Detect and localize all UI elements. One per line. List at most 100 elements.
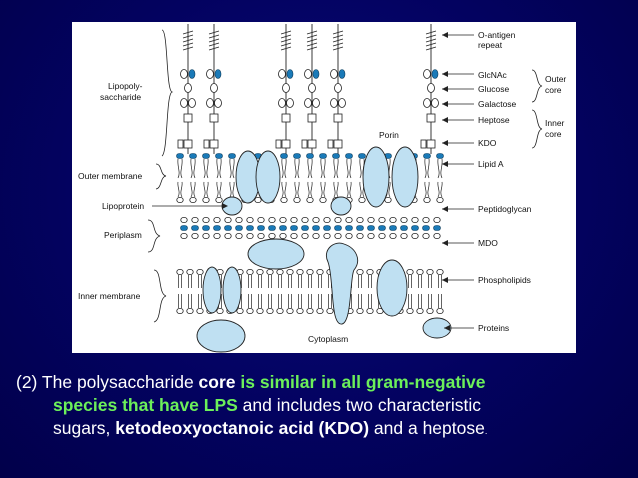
peptidoglycan-unit	[191, 217, 199, 223]
lps-column	[177, 24, 196, 154]
peptidoglycan-unit	[312, 217, 320, 223]
phospholipid-head	[296, 269, 304, 275]
caption-kdo: ketodeoxyoctanoic acid (KDO)	[115, 418, 370, 438]
phospholipid-head	[186, 269, 194, 275]
phospholipid-head	[256, 269, 264, 275]
phospholipid-head	[319, 197, 327, 203]
peptidoglycan-unit	[202, 233, 210, 239]
peptidoglycan-unit	[356, 233, 364, 239]
phospholipid-head	[176, 197, 184, 203]
peptidoglycan-unit	[433, 217, 441, 223]
peptidoglycan-unit	[433, 233, 441, 239]
label-galactose: Galactose	[478, 99, 517, 109]
peptidoglycan-unit	[224, 225, 232, 231]
diagram-svg: Lipopoly- saccharide Outer membrane Lipo…	[78, 24, 566, 353]
label-kdo: KDO	[478, 138, 497, 148]
phospholipid-head	[436, 308, 444, 314]
label-lipoprotein: Lipoprotein	[102, 201, 144, 211]
phospholipid-head	[306, 308, 314, 314]
peptidoglycan-unit	[202, 217, 210, 223]
arrow-head	[442, 117, 448, 123]
label-outer-core-1: Outer	[545, 74, 566, 84]
peptidoglycan-unit	[213, 233, 221, 239]
phospholipid-head	[176, 269, 184, 275]
peptidoglycan-unit	[301, 225, 309, 231]
phospholipid-head	[254, 197, 262, 203]
lps-brace	[161, 29, 174, 157]
peptidoglycan-unit	[312, 225, 320, 231]
peptidoglycan-unit	[246, 217, 254, 223]
label-o-antigen-2: repeat	[478, 40, 503, 50]
lipid-a-head	[293, 153, 301, 159]
caption-green-1: is similar in all gram-negative	[240, 372, 486, 392]
phospholipid-head	[189, 197, 197, 203]
label-phospholipids: Phospholipids	[478, 275, 531, 285]
peptidoglycan-unit	[257, 217, 265, 223]
peptidoglycan-unit	[367, 233, 375, 239]
peptidoglycan-unit	[301, 217, 309, 223]
peptidoglycan-unit	[279, 225, 287, 231]
peptidoglycan-unit	[246, 225, 254, 231]
peptidoglycan-unit	[378, 217, 386, 223]
phospholipid-head	[236, 308, 244, 314]
phospholipid-head	[196, 308, 204, 314]
peptidoglycan-unit	[400, 217, 408, 223]
peptidoglycan-unit	[191, 225, 199, 231]
label-periplasm: Periplasm	[104, 230, 142, 240]
phospholipid-head	[276, 269, 284, 275]
phospholipid-head	[384, 197, 392, 203]
proteins	[196, 146, 452, 353]
cell-envelope-diagram: Lipopoly- saccharide Outer membrane Lipo…	[72, 22, 576, 353]
label-glucose: Glucose	[478, 84, 509, 94]
arrow-head	[442, 86, 448, 92]
phospholipid-head	[356, 308, 364, 314]
phospholipid-head	[406, 269, 414, 275]
phospholipid-head	[436, 197, 444, 203]
peptidoglycan-unit	[224, 217, 232, 223]
label-porin: Porin	[379, 130, 399, 140]
peptidoglycan-unit	[246, 233, 254, 239]
arrow-head	[442, 161, 448, 167]
label-cytoplasm: Cytoplasm	[308, 334, 348, 344]
lipid-a-head	[436, 153, 444, 159]
caption-line-2: species that have LPS and includes two c…	[16, 394, 626, 417]
lipid-a-head	[176, 153, 184, 159]
peptidoglycan-unit	[290, 217, 298, 223]
arrow-head	[442, 240, 448, 246]
label-inner-core-2: core	[545, 129, 562, 139]
peptidoglycan-unit	[378, 225, 386, 231]
phospholipid-head	[216, 308, 224, 314]
phospholipid-head	[326, 308, 334, 314]
peptidoglycan-unit	[323, 217, 331, 223]
lps-column	[301, 24, 320, 154]
lipid-a-head	[202, 153, 210, 159]
peptidoglycan-unit	[345, 233, 353, 239]
lipid-a-head	[319, 153, 327, 159]
label-outer-core-2: core	[545, 85, 562, 95]
lps-column	[327, 24, 346, 154]
right-label-arrows	[442, 32, 474, 331]
phospholipid-head	[316, 269, 324, 275]
phospholipid-head	[246, 269, 254, 275]
peptidoglycan-unit	[433, 225, 441, 231]
lipid-a-head	[306, 153, 314, 159]
arrow-head	[442, 206, 448, 212]
peptidoglycan-unit	[257, 225, 265, 231]
phospholipid-head	[306, 197, 314, 203]
phospholipid-head	[426, 308, 434, 314]
lipid-a-head	[345, 153, 353, 159]
phospholipid-head	[176, 308, 184, 314]
phospholipid-head	[436, 269, 444, 275]
phospholipid-head	[416, 308, 424, 314]
label-lipopolysaccharide-2: saccharide	[100, 92, 141, 102]
peptidoglycan-unit	[422, 225, 430, 231]
caption-green-2: species that have LPS	[53, 395, 238, 415]
lps-column	[420, 24, 439, 154]
peptidoglycan-unit	[268, 225, 276, 231]
phospholipid-head	[266, 308, 274, 314]
peptidoglycan-unit	[180, 217, 188, 223]
peptidoglycan-unit	[268, 217, 276, 223]
peptidoglycan-unit	[290, 233, 298, 239]
caption-mid: and includes two characteristic	[237, 395, 481, 415]
